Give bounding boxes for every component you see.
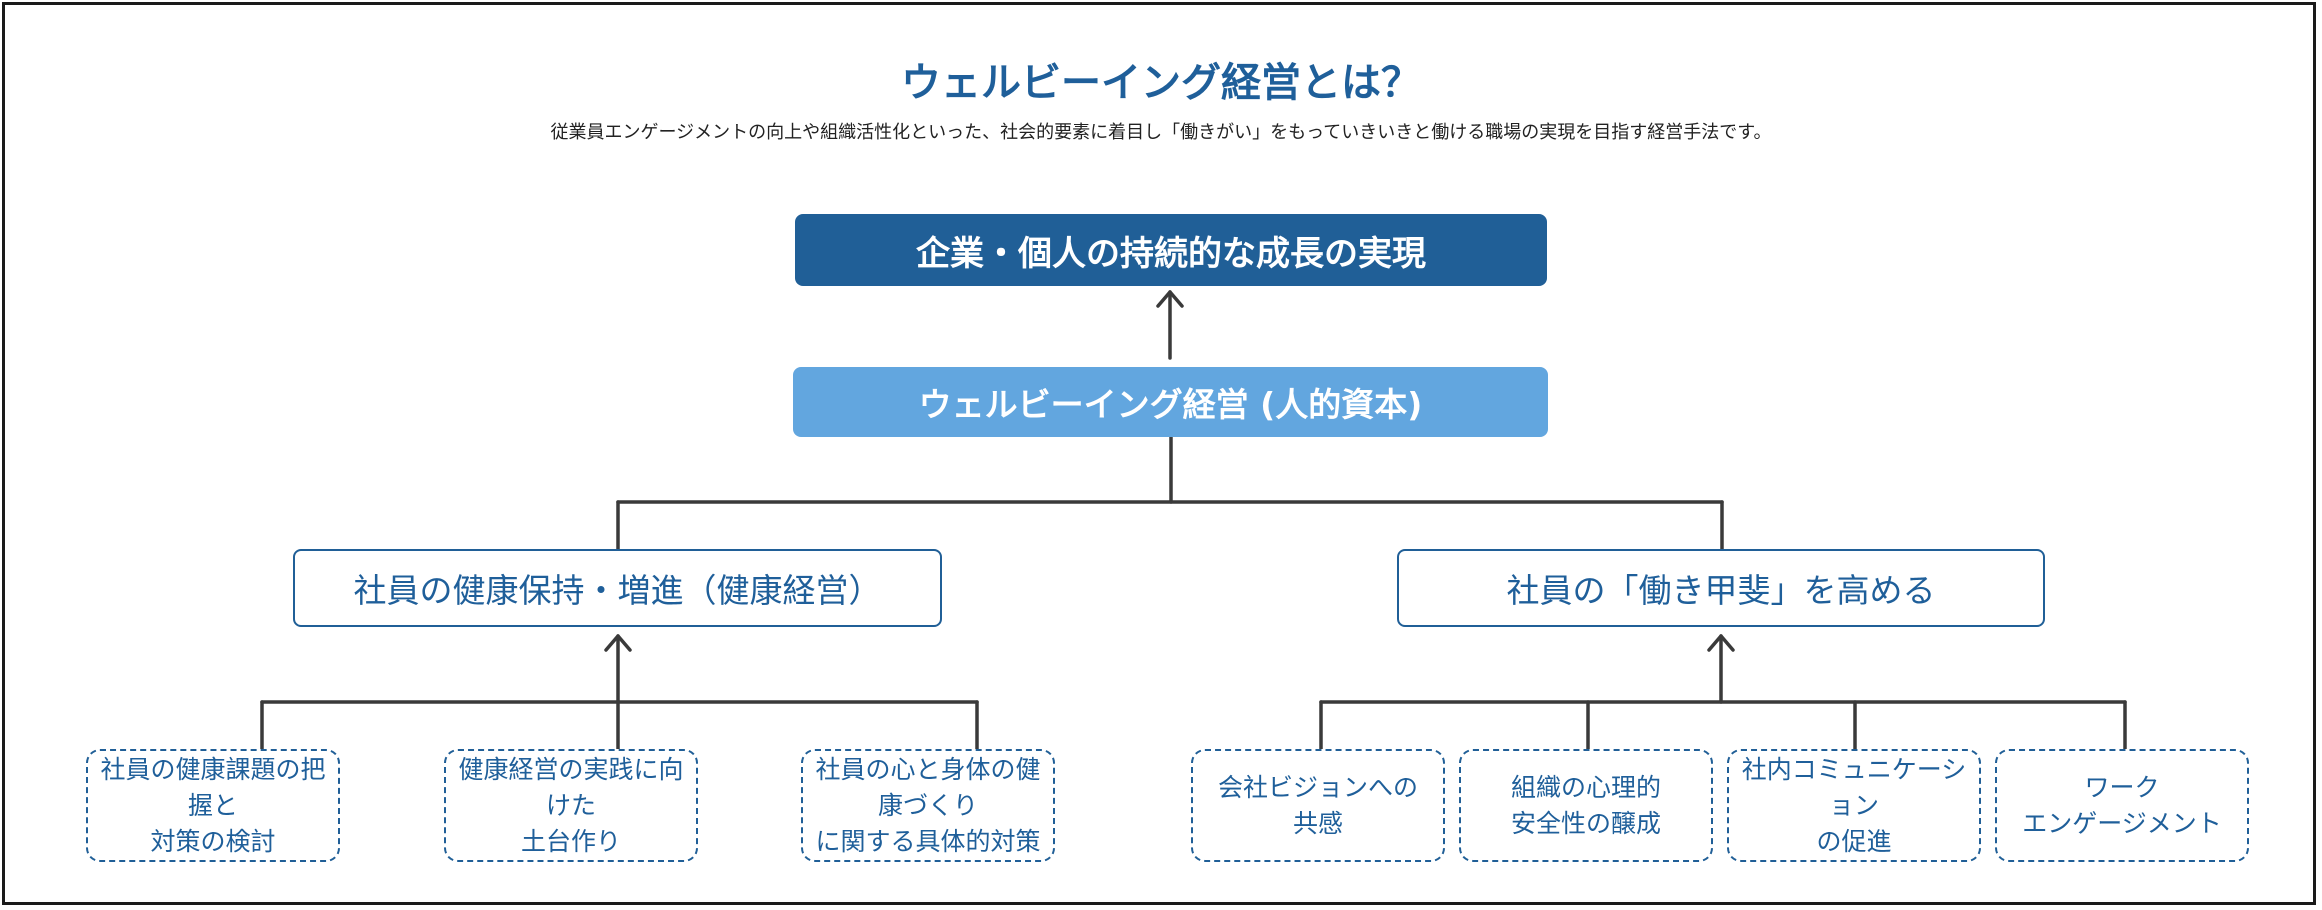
measure-line: ワーク (2084, 772, 2160, 802)
measure-line: 土台作り (520, 826, 621, 856)
measure-line: 健康経営の実践に向けた (458, 754, 684, 820)
core-box: ウェルビーイング経営 (人的資本) (793, 367, 1548, 437)
measure-mind-body: 社員の心と身体の健康づくり に関する具体的対策 (801, 749, 1055, 862)
measure-line: 社員の健康課題の把握と (100, 754, 326, 820)
measure-health-issues: 社員の健康課題の把握と 対策の検討 (86, 749, 340, 862)
measure-line: 社内コミュニケーション (1741, 754, 1967, 820)
measure-vision-empathy: 会社ビジョンへの 共感 (1191, 749, 1445, 862)
measure-psychological-safety: 組織の心理的 安全性の醸成 (1459, 749, 1713, 862)
diagram-description: 従業員エンゲージメントの向上や組織活性化といった、社会的要素に着目し「働きがい」… (550, 122, 1772, 143)
measure-line: 組織の心理的 (1510, 772, 1661, 802)
measure-line: エンゲージメント (2022, 808, 2222, 838)
measure-line: 社員の心と身体の健康づくり (815, 754, 1041, 820)
measure-internal-communication: 社内コミュニケーション の促進 (1727, 749, 1981, 862)
measure-line: 安全性の醸成 (1510, 808, 1661, 838)
measure-line: 共感 (1292, 808, 1343, 838)
diagram-title: ウェルビーイング経営とは？ (901, 60, 1421, 106)
pillar-health-management: 社員の健康保持・増進（健康経営） (293, 549, 942, 627)
pillar-job-satisfaction: 社員の「働き甲斐」を高める (1397, 549, 2045, 627)
measure-work-engagement: ワーク エンゲージメント (1995, 749, 2249, 862)
core-to-goal-arrowhead (1156, 290, 1184, 308)
goal-box: 企業・個人の持続的な成長の実現 (795, 214, 1547, 286)
measure-foundation: 健康経営の実践に向けた 土台作り (444, 749, 698, 862)
measure-line: 会社ビジョンへの (1217, 772, 1418, 802)
measure-line: の促進 (1816, 826, 1892, 856)
measure-line: 対策の検討 (150, 826, 276, 856)
right-measures-arrowhead (1707, 634, 1735, 652)
measure-line: に関する具体的対策 (815, 826, 1041, 856)
left-measures-arrowhead (604, 634, 632, 652)
